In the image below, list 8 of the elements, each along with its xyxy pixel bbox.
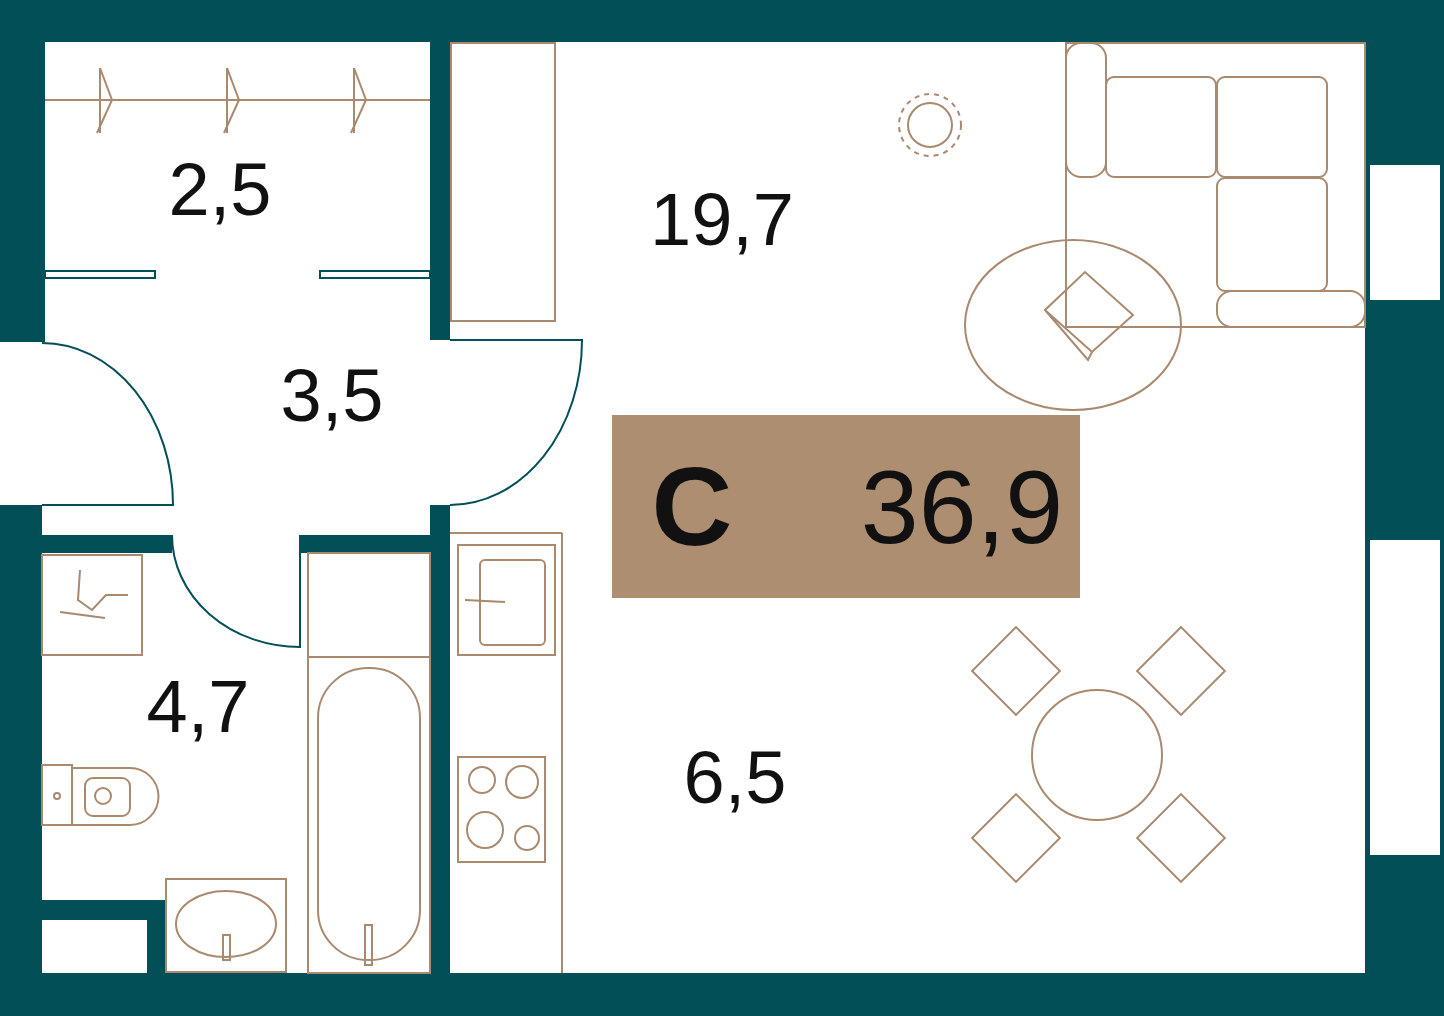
room-area-label: 3,5 (280, 359, 384, 433)
total-area: 36,9 (860, 454, 1064, 559)
room-area-label: 4,7 (146, 670, 250, 744)
room-area-label: 2,5 (168, 153, 272, 227)
apartment-badge (612, 415, 1080, 598)
apartment-type: С (651, 450, 733, 563)
room-area-label: 6,5 (683, 741, 787, 815)
room-area-label: 19,7 (650, 183, 794, 257)
